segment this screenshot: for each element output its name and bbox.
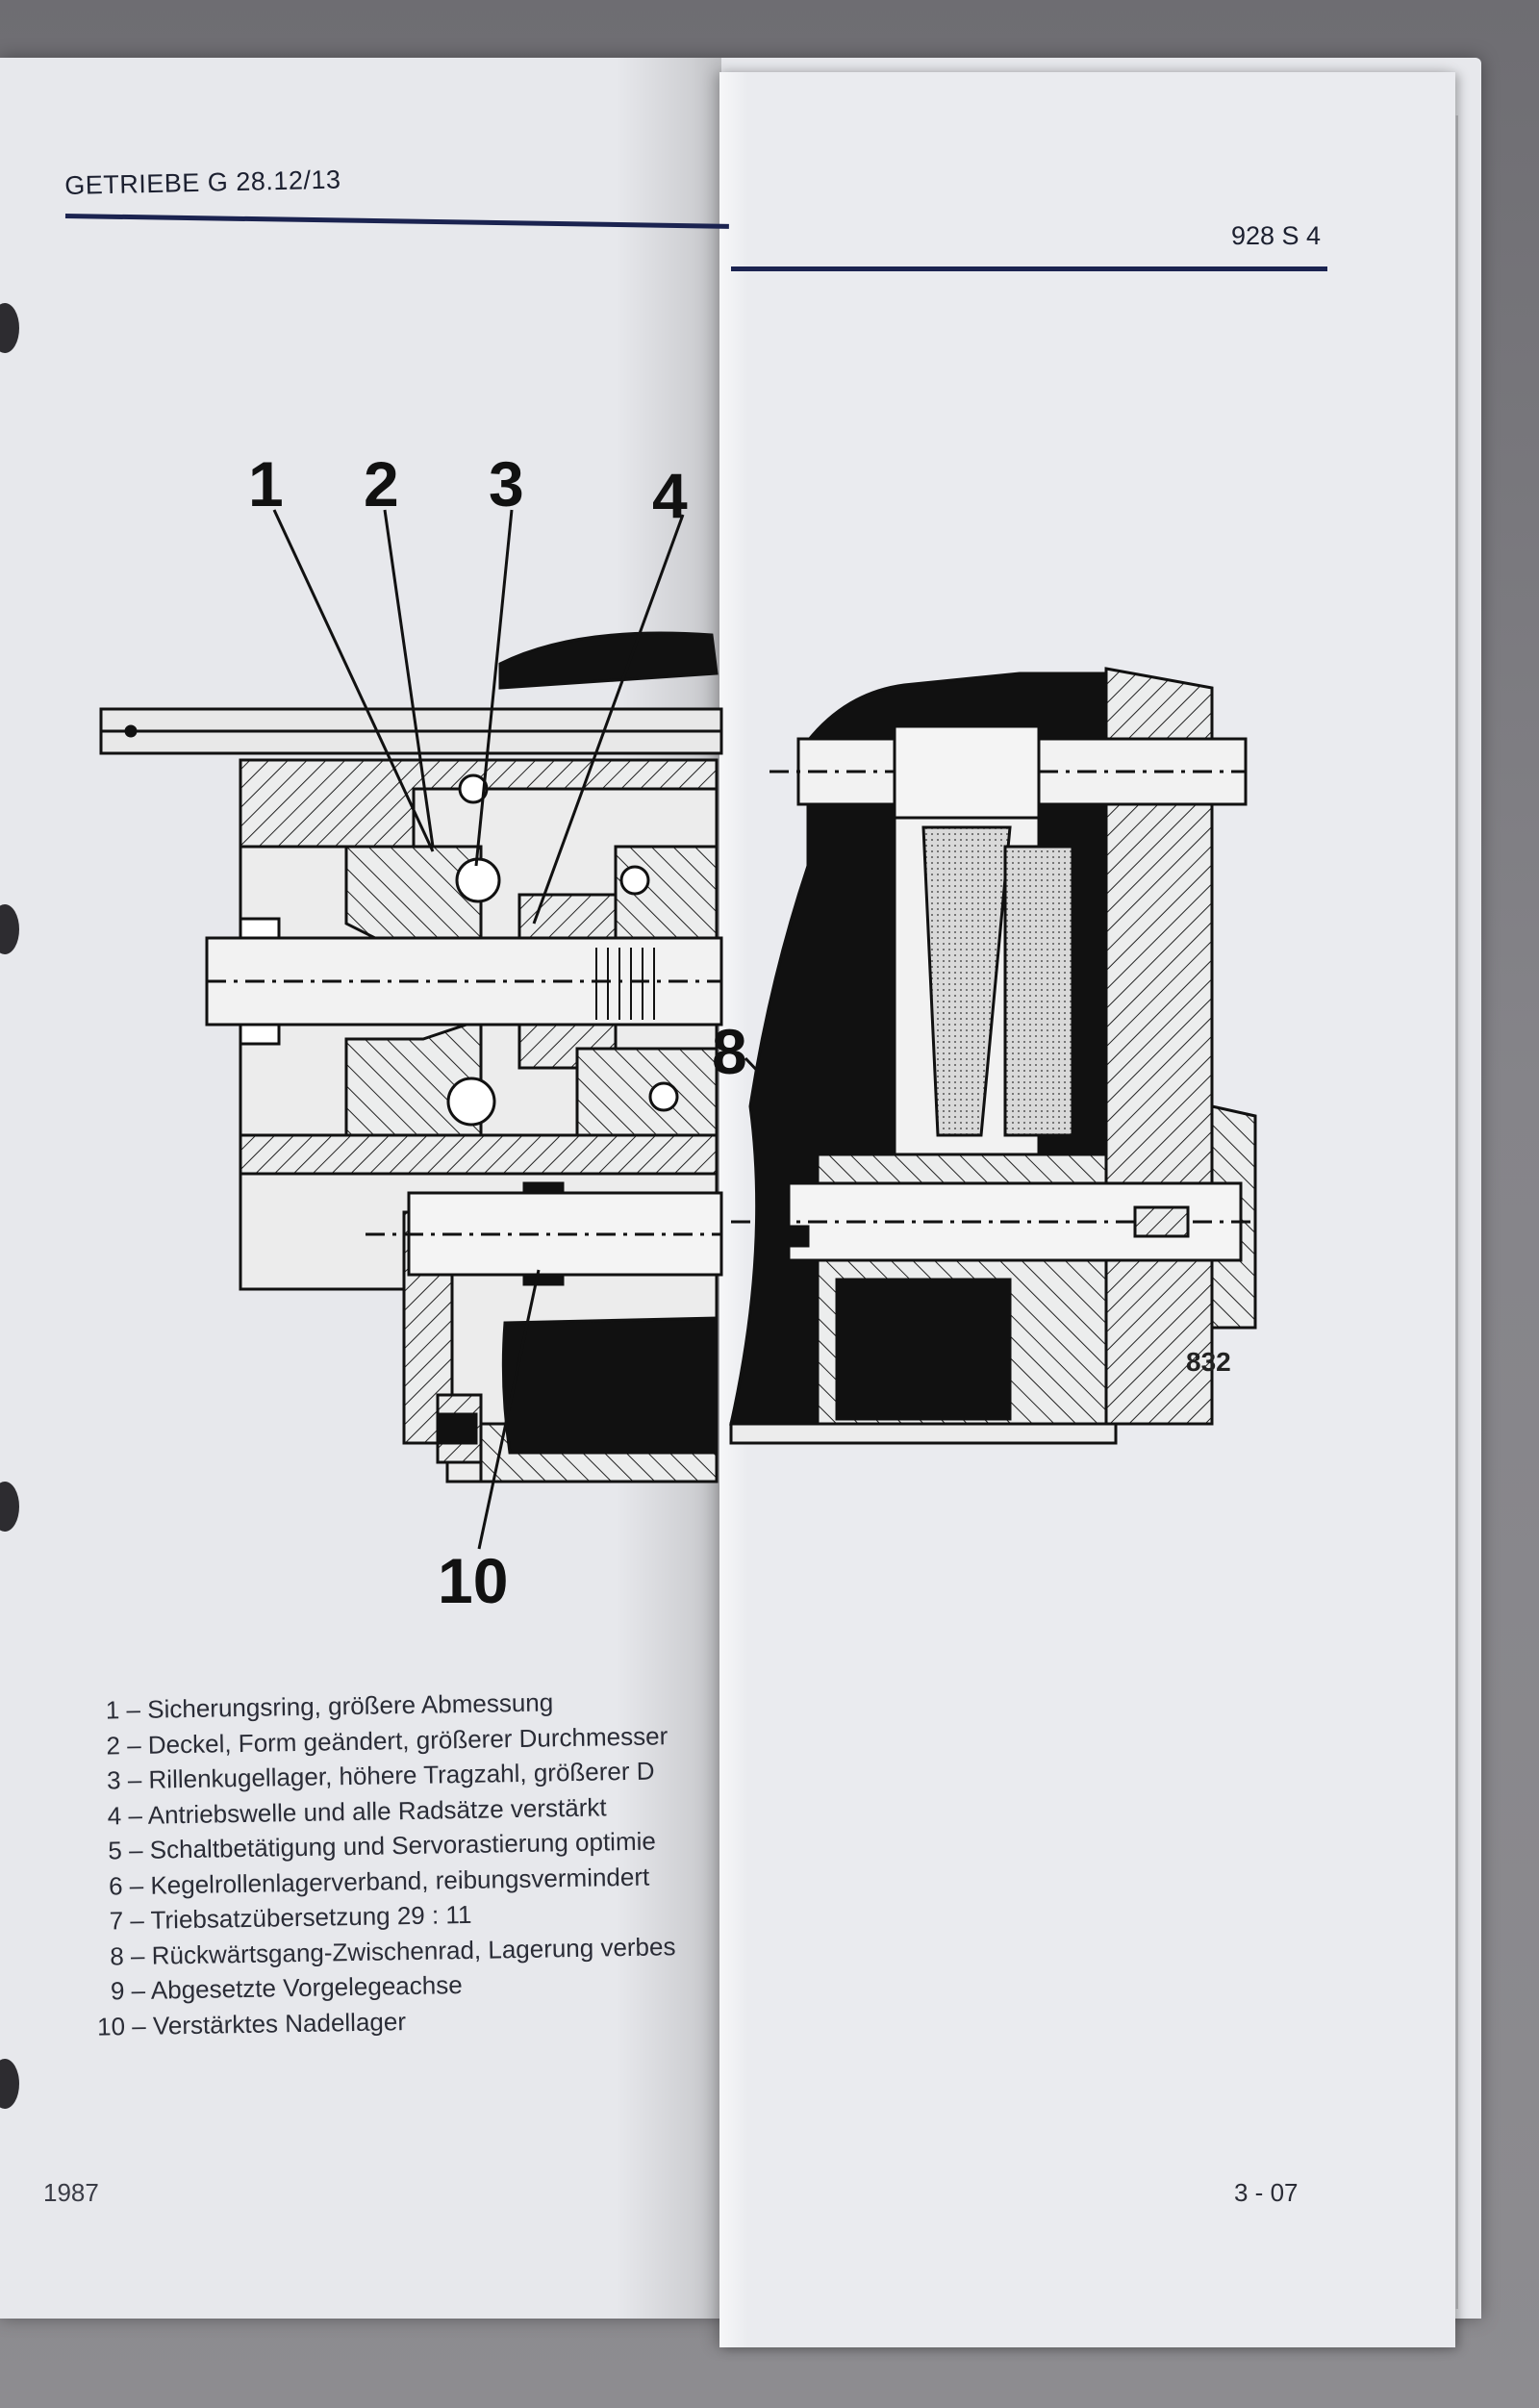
legend-item-number: 9: [110, 1976, 125, 2006]
legend-item-text: Rückwärtsgang-Zwischenrad, Lagerung verb…: [151, 1931, 676, 1970]
model-title: 928 S 4: [1231, 221, 1322, 250]
binder-hole: [0, 2059, 19, 2109]
legend-dash: –: [121, 1835, 151, 1865]
legend-item-text: Kegelrollenlagerverband, reibungsvermind…: [150, 1862, 650, 1900]
callout-leader-lines: [272, 509, 834, 1550]
callout-8: 8: [712, 1016, 747, 1087]
legend-dash: –: [120, 1800, 148, 1830]
binder-hole: [0, 904, 19, 954]
legend-item-number: 3: [106, 1765, 121, 1795]
drawing-right-half: [729, 667, 1257, 1445]
figure-number: 832: [1186, 1347, 1231, 1377]
fold-highlight: [719, 72, 748, 2347]
legend-dash: –: [120, 1764, 149, 1795]
binder-hole: [0, 303, 19, 353]
legend-item-text: Rillenkugellager, höhere Tragzahl, größe…: [148, 1756, 655, 1794]
drawing-left-half: [99, 631, 723, 1483]
legend-item-number: 1: [105, 1695, 120, 1725]
legend-item-number: 5: [108, 1836, 123, 1865]
callout-10: 10: [438, 1545, 509, 1616]
legend-item-text: Deckel, Form geändert, größerer Durchmes…: [147, 1720, 669, 1760]
legend-item-text: Antriebswelle und alle Radsätze verstärk…: [147, 1791, 607, 1830]
legend-dash: –: [122, 1905, 151, 1936]
legend-item-number: 6: [108, 1870, 123, 1900]
legend-item-number: 10: [96, 2011, 126, 2041]
legend-item-number: 4: [107, 1800, 122, 1830]
callout-3: 3: [489, 448, 524, 520]
callout-1: 1: [248, 448, 284, 520]
callout-2: 2: [364, 448, 399, 520]
legend-dash: –: [119, 1730, 149, 1760]
header-rule-right: [731, 266, 1327, 271]
legend-dash: –: [122, 1870, 151, 1900]
footer-year: 1987: [43, 2178, 99, 2207]
legend-dash: –: [124, 2011, 154, 2040]
callout-4: 4: [652, 460, 688, 531]
legend-item-text: Schaltbetätigung und Servorastierung opt…: [149, 1826, 657, 1864]
legend-dash: –: [119, 1694, 148, 1725]
page-number: 3 - 07: [1234, 2178, 1299, 2207]
legend-dash: –: [123, 1940, 152, 1970]
legend-item-text: Abgesetzte Vorgelegeachse: [150, 1970, 463, 2005]
legend-item-text: Triebsatzübersetzung 29 : 11: [150, 1899, 472, 1935]
legend-item-number: 8: [110, 1940, 125, 1970]
legend-item-text: Sicherungsring, größere Abmessung: [146, 1687, 554, 1724]
legend-item-number: 7: [109, 1906, 124, 1936]
legend-item-text: Verstärktes Nadellager: [152, 2006, 407, 2040]
legend-item-number: 2: [106, 1730, 121, 1760]
binder-hole: [0, 1482, 19, 1532]
parts-legend: 1 – Sicherungsring, größere Abmessung 2 –…: [77, 1682, 718, 2043]
legend-dash: –: [124, 1975, 152, 2006]
